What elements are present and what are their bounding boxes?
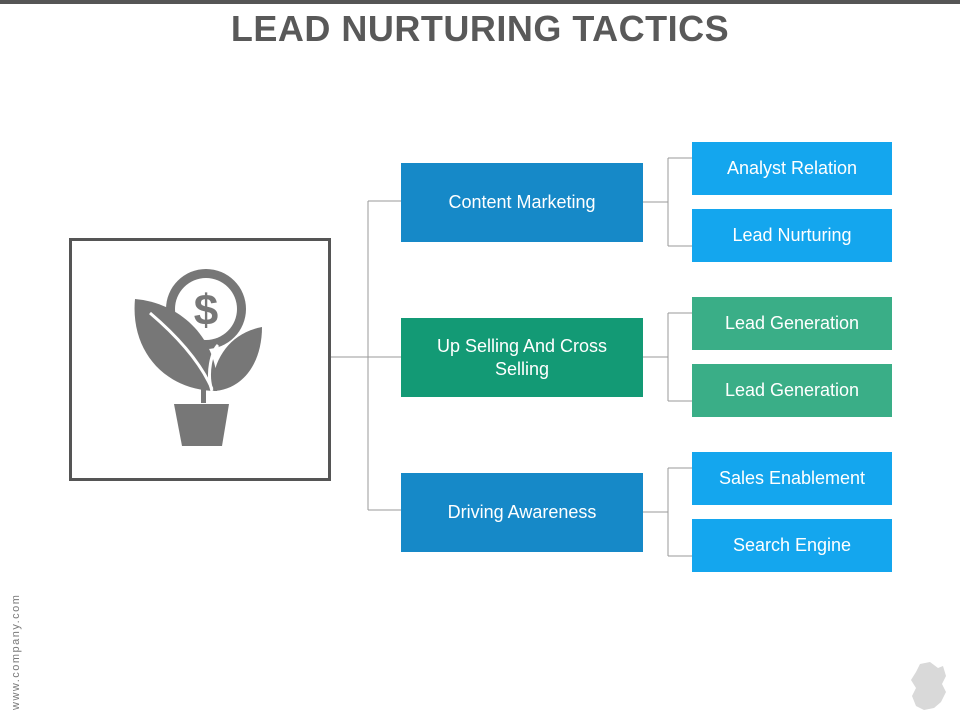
leaf-lead-nurturing: Lead Nurturing <box>692 209 892 262</box>
leaf-analyst-relation: Analyst Relation <box>692 142 892 195</box>
footer-website: www.company.com <box>10 593 22 710</box>
leaf-sales-enablement: Sales Enablement <box>692 452 892 505</box>
leaf-lead-generation-2: Lead Generation <box>692 364 892 417</box>
branch-content-marketing: Content Marketing <box>401 163 643 242</box>
brush-logo-icon <box>911 662 946 710</box>
slide-title: LEAD NURTURING TACTICS <box>230 8 730 49</box>
svg-text:$: $ <box>194 286 218 335</box>
branch-driving-awareness: Driving Awareness <box>401 473 643 552</box>
leaf-search-engine: Search Engine <box>692 519 892 572</box>
branch-up-selling-cross-selling: Up Selling And Cross Selling <box>401 318 643 397</box>
plant-with-dollar-coin-icon: $ <box>134 269 262 446</box>
top-accent-bar <box>0 0 960 4</box>
leaf-lead-generation-1: Lead Generation <box>692 297 892 350</box>
icon-frame: $ <box>69 238 331 481</box>
